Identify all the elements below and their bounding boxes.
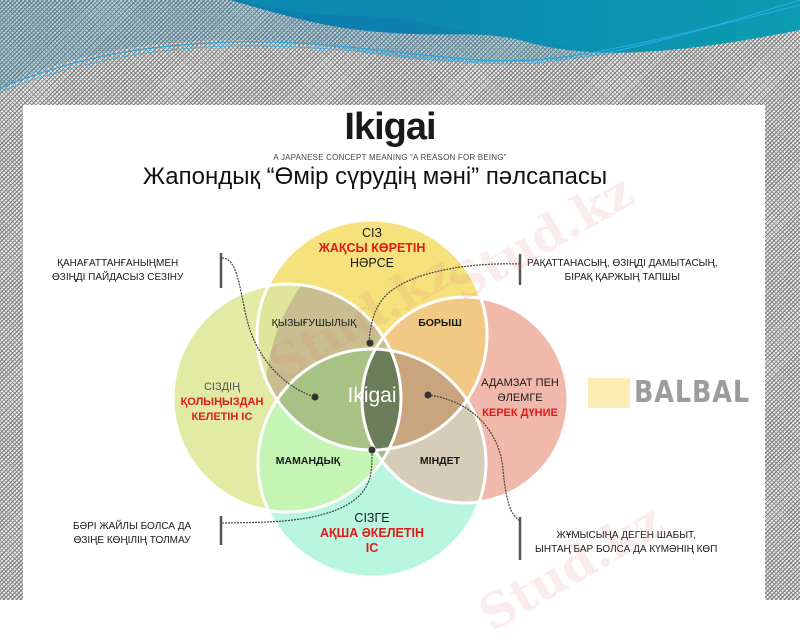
zone-profession: МАМАНДЫҚ: [275, 455, 341, 467]
world-needs-line1: АДАМЗАТ ПЕН: [481, 377, 559, 389]
circle-label-world-needs: АДАМЗАТ ПЕН ӘЛЕМГЕ КЕРЕК ДҮНИЕ: [470, 376, 570, 421]
note-top-right: РАҚАТТАНАСЫҢ, ӨЗІҢДІ ДАМЫТАСЫҢ, БІРАҚ ҚА…: [527, 257, 718, 285]
zone-ikigai-center: Ikigai: [347, 384, 397, 407]
note-bottom-right: ЖҰМЫСЫҢА ДЕГЕН ШАБЫТ, ЫНТАҢ БАР БОЛСА ДА…: [535, 529, 717, 557]
good-at-line1: СІЗДІҢ: [203, 381, 241, 393]
paid-for-line3: ІС: [365, 541, 379, 555]
world-needs-line2: ӘЛЕМГЕ: [497, 392, 543, 404]
love-line3: НӘРСЕ: [350, 256, 394, 270]
note-top-left-line2: ӨЗІҢДІ ПАЙДАСЫЗ СЕЗІНУ: [52, 272, 184, 283]
subtitle-english: A JAPANESE CONCEPT MEANING “A REASON FOR…: [273, 153, 507, 162]
paid-for-line2: АҚША ӘКЕЛЕТІН: [319, 526, 424, 540]
circle-label-love: СІЗ ЖАҚСЫ КӨРЕТІН НӘРСЕ: [312, 226, 432, 271]
circle-label-good-at: СІЗДІҢ ҚОЛЫҢЫЗДАН КЕЛЕТІН ІС: [172, 380, 272, 425]
world-needs-line3: КЕРЕК ДҮНИЕ: [482, 407, 558, 419]
note-bottom-left: БӘРІ ЖАЙЛЫ БОЛСА ДА ӨЗІҢЕ КӨҢІЛІҢ ТОЛМАУ: [73, 520, 191, 548]
note-top-left: ҚАНАҒАТТАНҒАНЫҢМЕН ӨЗІҢДІ ПАЙДАСЫЗ СЕЗІН…: [52, 257, 183, 285]
note-bottom-left-line2: ӨЗІҢЕ КӨҢІЛІҢ ТОЛМАУ: [73, 535, 191, 546]
good-at-line3: КЕЛЕТІН ІС: [191, 411, 253, 423]
note-bottom-right-line1: ЖҰМЫСЫҢА ДЕГЕН ШАБЫТ,: [556, 530, 696, 541]
note-bottom-right-line2: ЫНТАҢ БАР БОЛСА ДА КҮМӘНІҢ КӨП: [535, 544, 718, 555]
circle-label-paid-for: СІЗГЕ АҚША ӘКЕЛЕТІН ІС: [312, 511, 432, 556]
balbal-mark-icon: [588, 377, 630, 408]
header-wave: [0, 0, 800, 93]
title-kazakh: Жапондық “Өмір сүрудің мәні” пәлсапасы: [142, 163, 608, 190]
paid-for-line1: СІЗГЕ: [354, 511, 390, 525]
ikigai-venn-diagram: [171, 218, 570, 579]
zone-vocation: МІНДЕТ: [419, 455, 461, 467]
zone-mission: БОРЫШ: [418, 317, 462, 329]
good-at-line2: ҚОЛЫҢЫЗДАН: [180, 396, 264, 408]
love-line1: СІЗ: [361, 226, 383, 240]
balbal-text: BALBAL: [634, 375, 750, 410]
zone-passion: ҚЫЗЫҒУШЫЛЫҚ: [271, 317, 357, 329]
title-ikigai: Ikigai: [344, 106, 436, 148]
note-top-right-line2: БІРАҚ ҚАРЖЫҢ ТАПШЫ: [564, 272, 680, 283]
note-top-left-line1: ҚАНАҒАТТАНҒАНЫҢМЕН: [57, 258, 179, 269]
note-bottom-left-line1: БӘРІ ЖАЙЛЫ БОЛСА ДА: [73, 521, 192, 532]
balbal-logo: BALBAL: [588, 375, 770, 410]
note-top-right-line1: РАҚАТТАНАСЫҢ, ӨЗІҢДІ ДАМЫТАСЫҢ,: [527, 258, 718, 269]
love-line2: ЖАҚСЫ КӨРЕТІН: [318, 241, 426, 255]
